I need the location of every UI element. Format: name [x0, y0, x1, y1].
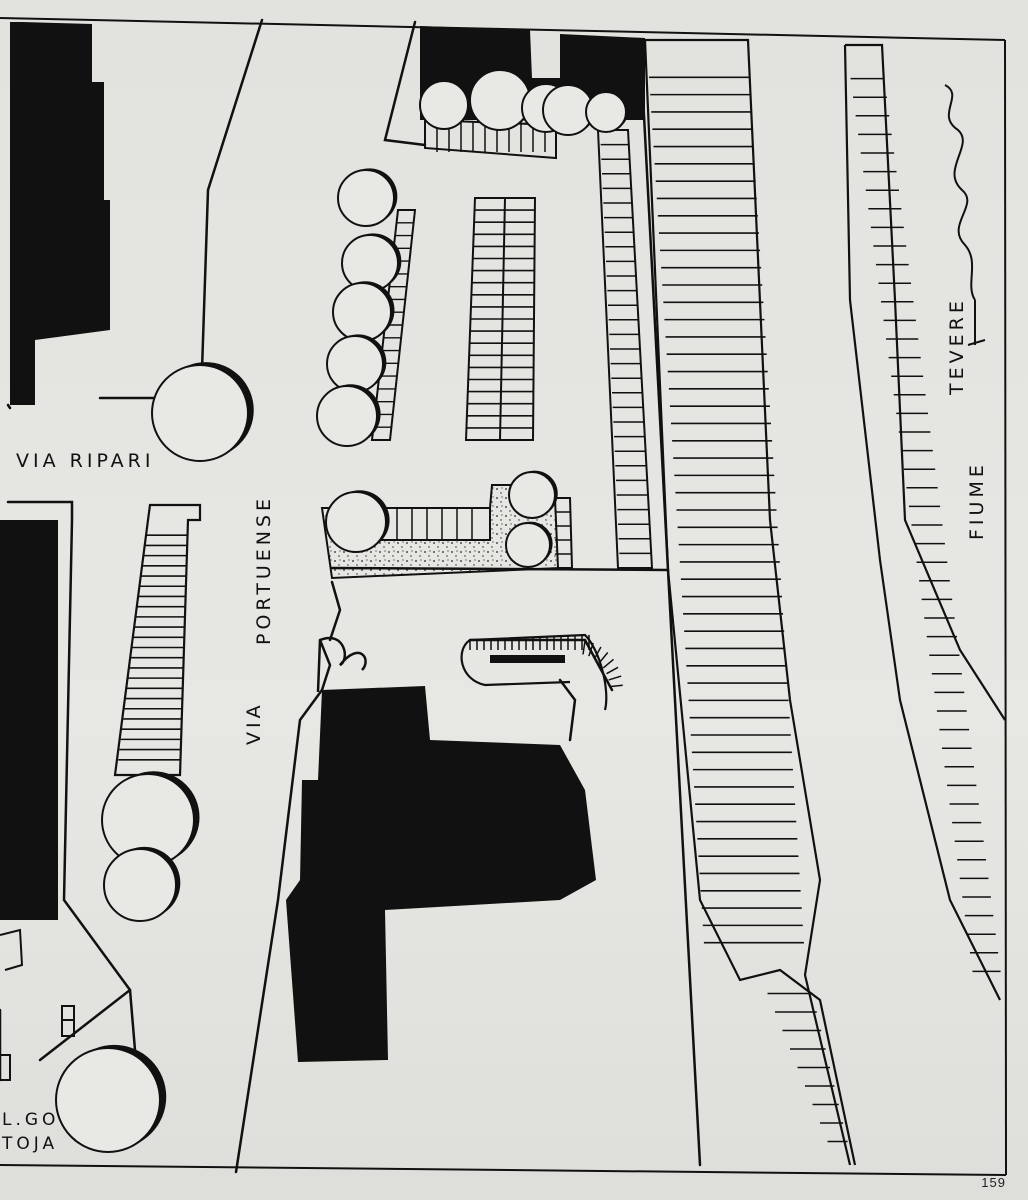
tree: [585, 90, 629, 133]
label-via-ripari: VIA RIPARI: [16, 450, 155, 472]
tree-crown: [337, 169, 395, 227]
trees: [55, 68, 629, 1153]
river-flow-line: [944, 84, 986, 346]
bank-hatching: [850, 77, 1001, 973]
tree-crown: [325, 491, 387, 553]
tree: [316, 384, 381, 447]
curved-parking-hatching: [469, 634, 623, 688]
tree: [101, 771, 200, 867]
tree-crown: [419, 80, 469, 130]
tree: [326, 334, 387, 393]
tree-crown: [508, 471, 556, 519]
label-via: VIA: [243, 701, 265, 745]
tree: [469, 68, 534, 131]
tree: [505, 521, 553, 568]
driveway-curve: [316, 636, 367, 693]
label-largo-line1: L.GO: [2, 1110, 60, 1130]
label-portuense: PORTUENSE: [253, 494, 275, 645]
tree: [508, 470, 558, 519]
page-number: 159: [981, 1175, 1006, 1190]
label-fiume: FIUME: [966, 461, 988, 540]
curved-parking-hatch-line: [588, 642, 594, 657]
curved-parking-hatch-line: [602, 658, 615, 669]
river-embankment: [643, 38, 857, 1166]
tree: [55, 1044, 167, 1153]
curved-parking-hatch-line: [608, 675, 622, 681]
parking-left-hatching: [118, 534, 188, 761]
tree: [332, 281, 395, 342]
buildings-left: [0, 22, 110, 920]
curved-parking-hatch-line: [593, 646, 602, 660]
tree: [419, 79, 471, 130]
tree-crown: [505, 522, 551, 568]
curved-parking: [460, 633, 608, 711]
label-largo-line2: TOJA: [2, 1134, 59, 1154]
tree-crown: [326, 335, 384, 393]
tree: [151, 362, 254, 462]
curved-parking-hatch-line: [598, 652, 609, 664]
curved-parking-hatch-line: [606, 666, 619, 675]
forecourt-hatching: [396, 508, 571, 555]
tree: [341, 233, 402, 292]
embankment-hatching: [649, 76, 848, 1143]
tree-crown: [151, 364, 249, 462]
curved-parking-hatch-line: [609, 684, 623, 688]
parking-right-hatching: [600, 143, 652, 555]
curved-parking-hatch-line: [582, 640, 586, 655]
tree-crown: [316, 385, 378, 447]
main-building: [286, 686, 596, 1062]
tree-crown: [103, 848, 177, 922]
small-structures: [0, 928, 75, 1081]
tree: [337, 168, 398, 227]
parking-center-grid-lines: [466, 209, 535, 429]
river-bank: [843, 43, 1006, 1001]
tree-crown: [55, 1047, 161, 1153]
tree-crown: [332, 282, 392, 342]
parking-bar: [490, 655, 565, 663]
label-tevere: TEVERE: [946, 297, 968, 395]
tree: [103, 846, 181, 922]
parking-right: [596, 129, 654, 569]
tree-crown: [469, 69, 531, 131]
tree: [325, 490, 390, 553]
tree: [542, 83, 596, 136]
tree-crown: [585, 91, 627, 133]
